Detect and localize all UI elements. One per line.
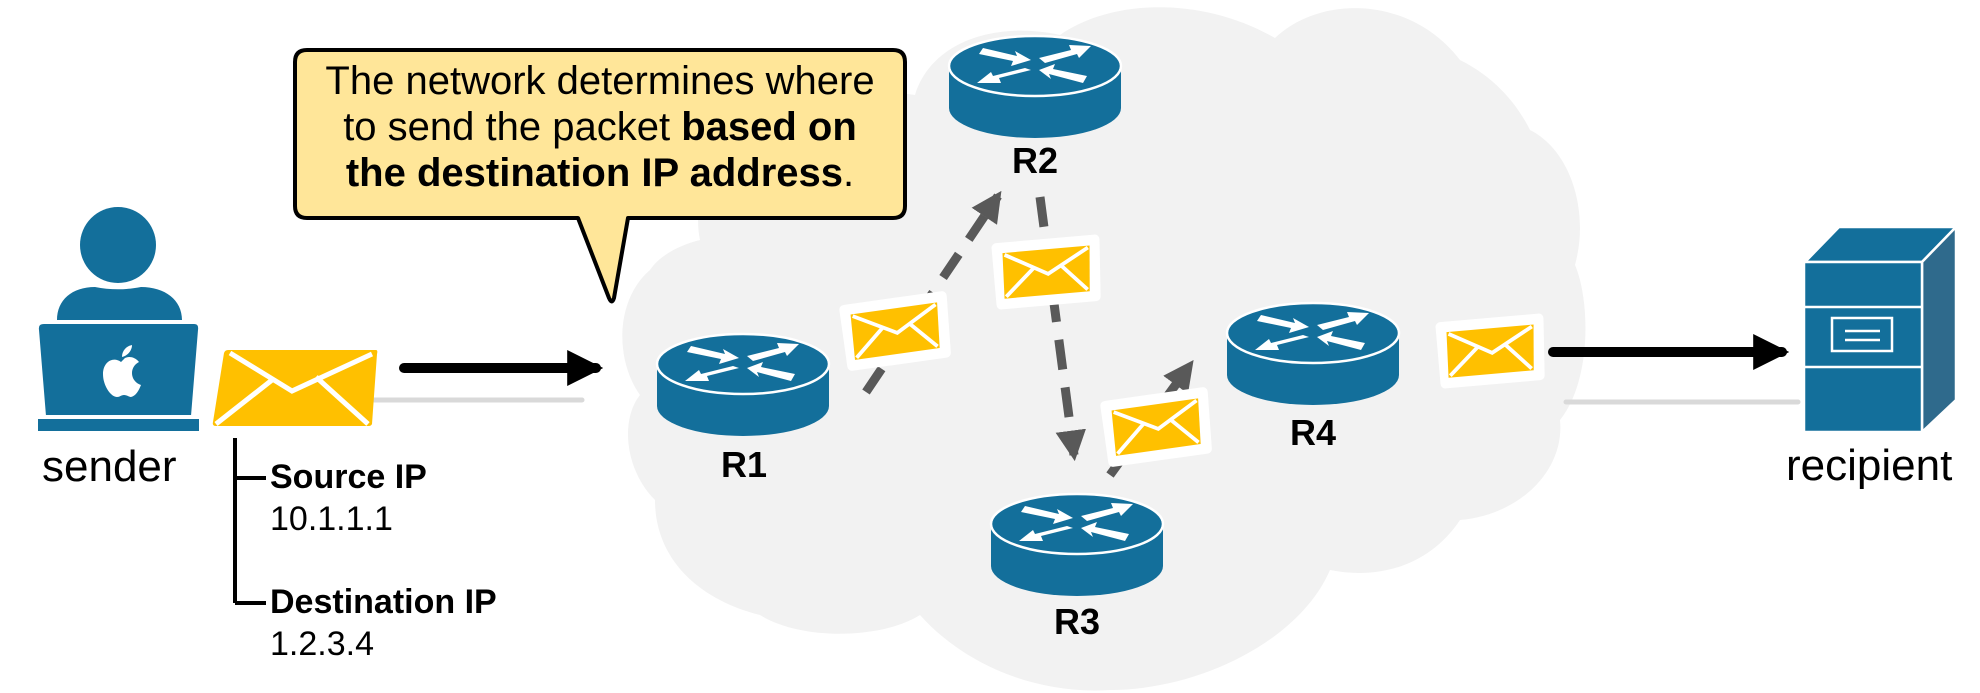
server-side-icon — [1920, 223, 1958, 435]
laptop-base-icon — [38, 419, 199, 431]
router-r3[interactable] — [989, 492, 1165, 598]
packet-fields-bracket — [233, 438, 266, 605]
server-front-icon — [1802, 260, 1924, 434]
router-icon — [655, 332, 831, 438]
envelope-icon — [996, 239, 1099, 304]
envelope-icon — [1440, 318, 1543, 383]
recipient-label: recipient — [1786, 441, 1953, 490]
callout-line-2-plain: to send the packet — [343, 105, 682, 149]
sender-label: sender — [42, 442, 177, 491]
router-label-r2: R2 — [1011, 140, 1059, 181]
apple-logo-icon — [103, 345, 141, 397]
callout-line-3: the destination IP address. — [300, 150, 900, 196]
packet-envelope-r2-r3 — [996, 239, 1099, 304]
destination-ip-heading: Destination IP — [270, 583, 497, 621]
person-shoulders-icon — [57, 287, 182, 320]
router-r2[interactable] — [947, 34, 1123, 140]
callout-line-1: The network determines where — [325, 59, 875, 103]
person-head-icon — [80, 207, 156, 283]
envelope-icon — [1105, 392, 1211, 462]
callout-text: The network determines where to send the… — [300, 58, 900, 196]
callout-bubble — [293, 48, 907, 304]
envelope-icon — [844, 296, 950, 366]
packet-envelope-r3-r4 — [1105, 392, 1211, 462]
router-label-r3: R3 — [1053, 601, 1101, 642]
router-icon — [947, 34, 1123, 140]
callout-line-2: to send the packet based on — [300, 104, 900, 150]
server-drive-icon — [1830, 316, 1894, 353]
sender-packet-envelope — [212, 350, 378, 426]
router-icon — [989, 492, 1165, 598]
destination-ip-value: 1.2.3.4 — [270, 625, 374, 663]
sender-device[interactable] — [36, 207, 201, 431]
router-label-r1: R1 — [720, 444, 768, 485]
router-r1[interactable] — [655, 332, 831, 438]
packet-envelope-r4-out — [1440, 318, 1543, 383]
callout-line-2-bold: based on — [681, 105, 857, 149]
router-icon — [1225, 301, 1401, 407]
router-label-r4: R4 — [1289, 412, 1337, 453]
callout-line-3-bold: the destination IP address — [345, 151, 844, 195]
path-arrow-r2-r3 — [1035, 196, 1086, 462]
recipient-device[interactable] — [1802, 223, 1959, 435]
packet-envelope-r1-r2 — [844, 296, 950, 366]
callout-line-3-plain: . — [843, 151, 855, 195]
source-ip-heading: Source IP — [270, 458, 427, 496]
router-r4[interactable] — [1225, 301, 1401, 407]
source-ip-value: 10.1.1.1 — [270, 500, 393, 538]
